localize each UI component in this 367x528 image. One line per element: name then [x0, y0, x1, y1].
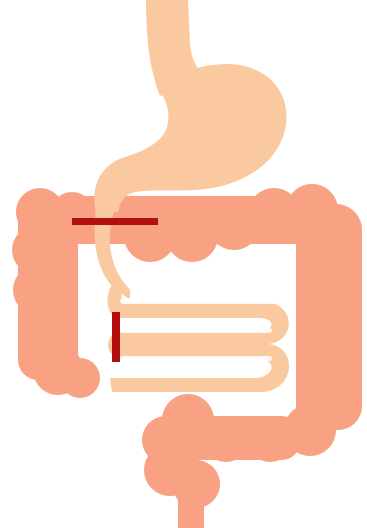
marker-horizontal — [72, 218, 158, 225]
small-intestine — [108, 276, 290, 392]
marker-vertical — [112, 312, 120, 362]
sigmoid-colon — [142, 394, 300, 508]
rectum — [178, 490, 204, 528]
stomach — [94, 64, 286, 212]
